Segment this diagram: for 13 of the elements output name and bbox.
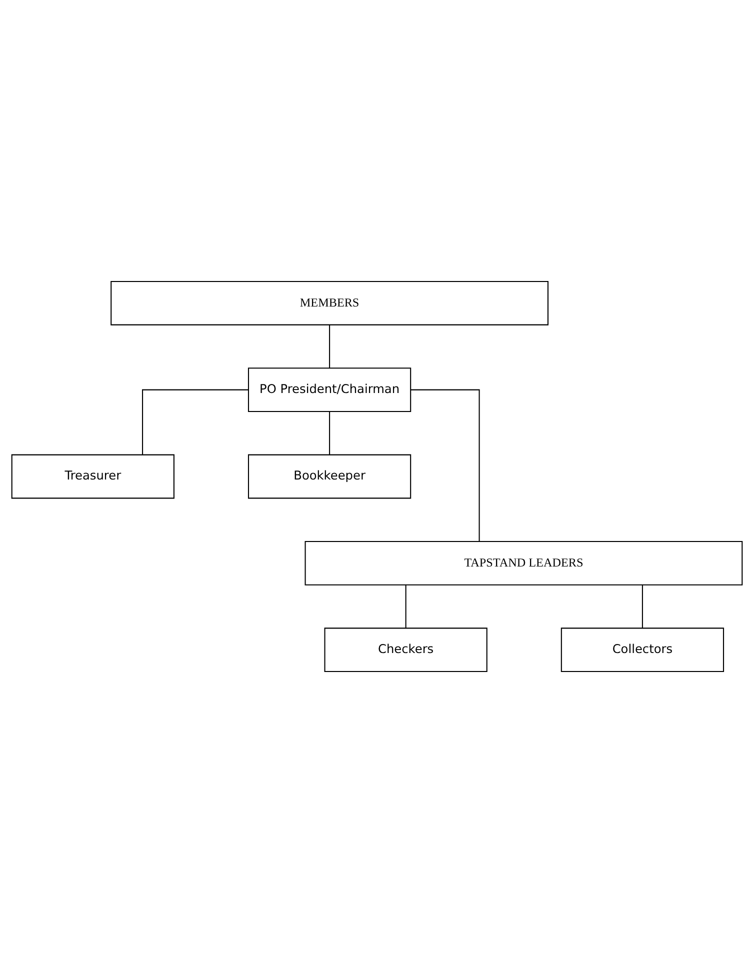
connector <box>642 585 643 628</box>
connector <box>142 389 248 455</box>
connector <box>410 389 480 542</box>
node-box: Collectors <box>560 628 724 672</box>
connector <box>405 585 406 628</box>
node-box: TAPSTAND LEADERS <box>304 541 743 586</box>
connector <box>329 412 330 455</box>
node-box: MEMBERS <box>110 280 548 326</box>
connector <box>329 325 330 368</box>
node-box: PO President/Chairman <box>248 368 412 412</box>
node-box: Checkers <box>324 628 488 672</box>
node-box: Bookkeeper <box>248 454 412 499</box>
node-box: Treasurer <box>11 454 174 499</box>
